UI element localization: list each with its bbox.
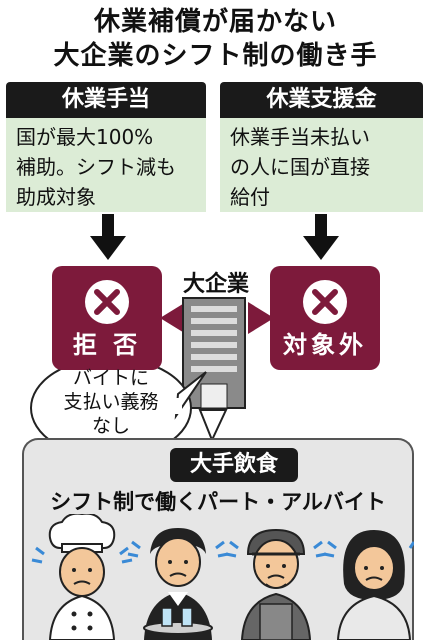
company-label: 大企業 (182, 272, 249, 297)
refusal-box: 拒 否 (52, 266, 162, 370)
bubble-line: なし (91, 415, 130, 437)
bubble-line: 支払い義務 (63, 391, 159, 413)
x-mark-icon (303, 280, 347, 324)
industry-tab: 大手飲食 (170, 448, 298, 482)
right-line: 給付 (230, 185, 270, 209)
pointer-left-icon (160, 302, 186, 334)
woman-figure-icon (323, 530, 414, 640)
refusal-label: 拒 否 (72, 331, 142, 359)
left-line: 国が最大100% (16, 125, 154, 149)
speech-bubble (30, 357, 207, 459)
building-icon (182, 297, 246, 409)
left-description: 国が最大100% 補助。シフト減も 助成対象 (6, 118, 206, 212)
waiter-figure-icon (127, 528, 229, 640)
building-pointer (198, 409, 228, 443)
chef-figure-icon (31, 514, 133, 640)
down-arrow-icon (303, 214, 339, 260)
title-line-2: 大企業のシフト制の働き手 (53, 41, 378, 71)
left-line: 補助。シフト減も (16, 155, 176, 179)
title-line-1: 休業補償が届かない (93, 7, 337, 37)
x-mark-icon (85, 280, 129, 324)
not-eligible-label: 対象外 (283, 331, 367, 359)
cook-figure-icon (225, 528, 327, 640)
left-header: 休業手当 (6, 82, 206, 118)
right-description: 休業手当未払い の人に国が直接 給付 (220, 118, 423, 212)
down-arrow-icon (90, 214, 126, 260)
right-line: の人に国が直接 (230, 155, 370, 179)
right-header: 休業支援金 (220, 82, 423, 118)
bubble-line: バイトに (72, 367, 149, 389)
pointer-right-icon (248, 302, 274, 334)
not-eligible-box: 対象外 (270, 266, 380, 370)
workers-subtitle: シフト制で働くパート・アルバイト (50, 490, 386, 514)
left-line: 助成対象 (16, 185, 96, 209)
workers-illustration (31, 514, 414, 640)
right-line: 休業手当未払い (230, 125, 370, 149)
bubble-text: バイトに 支払い義務 なし (36, 366, 186, 438)
